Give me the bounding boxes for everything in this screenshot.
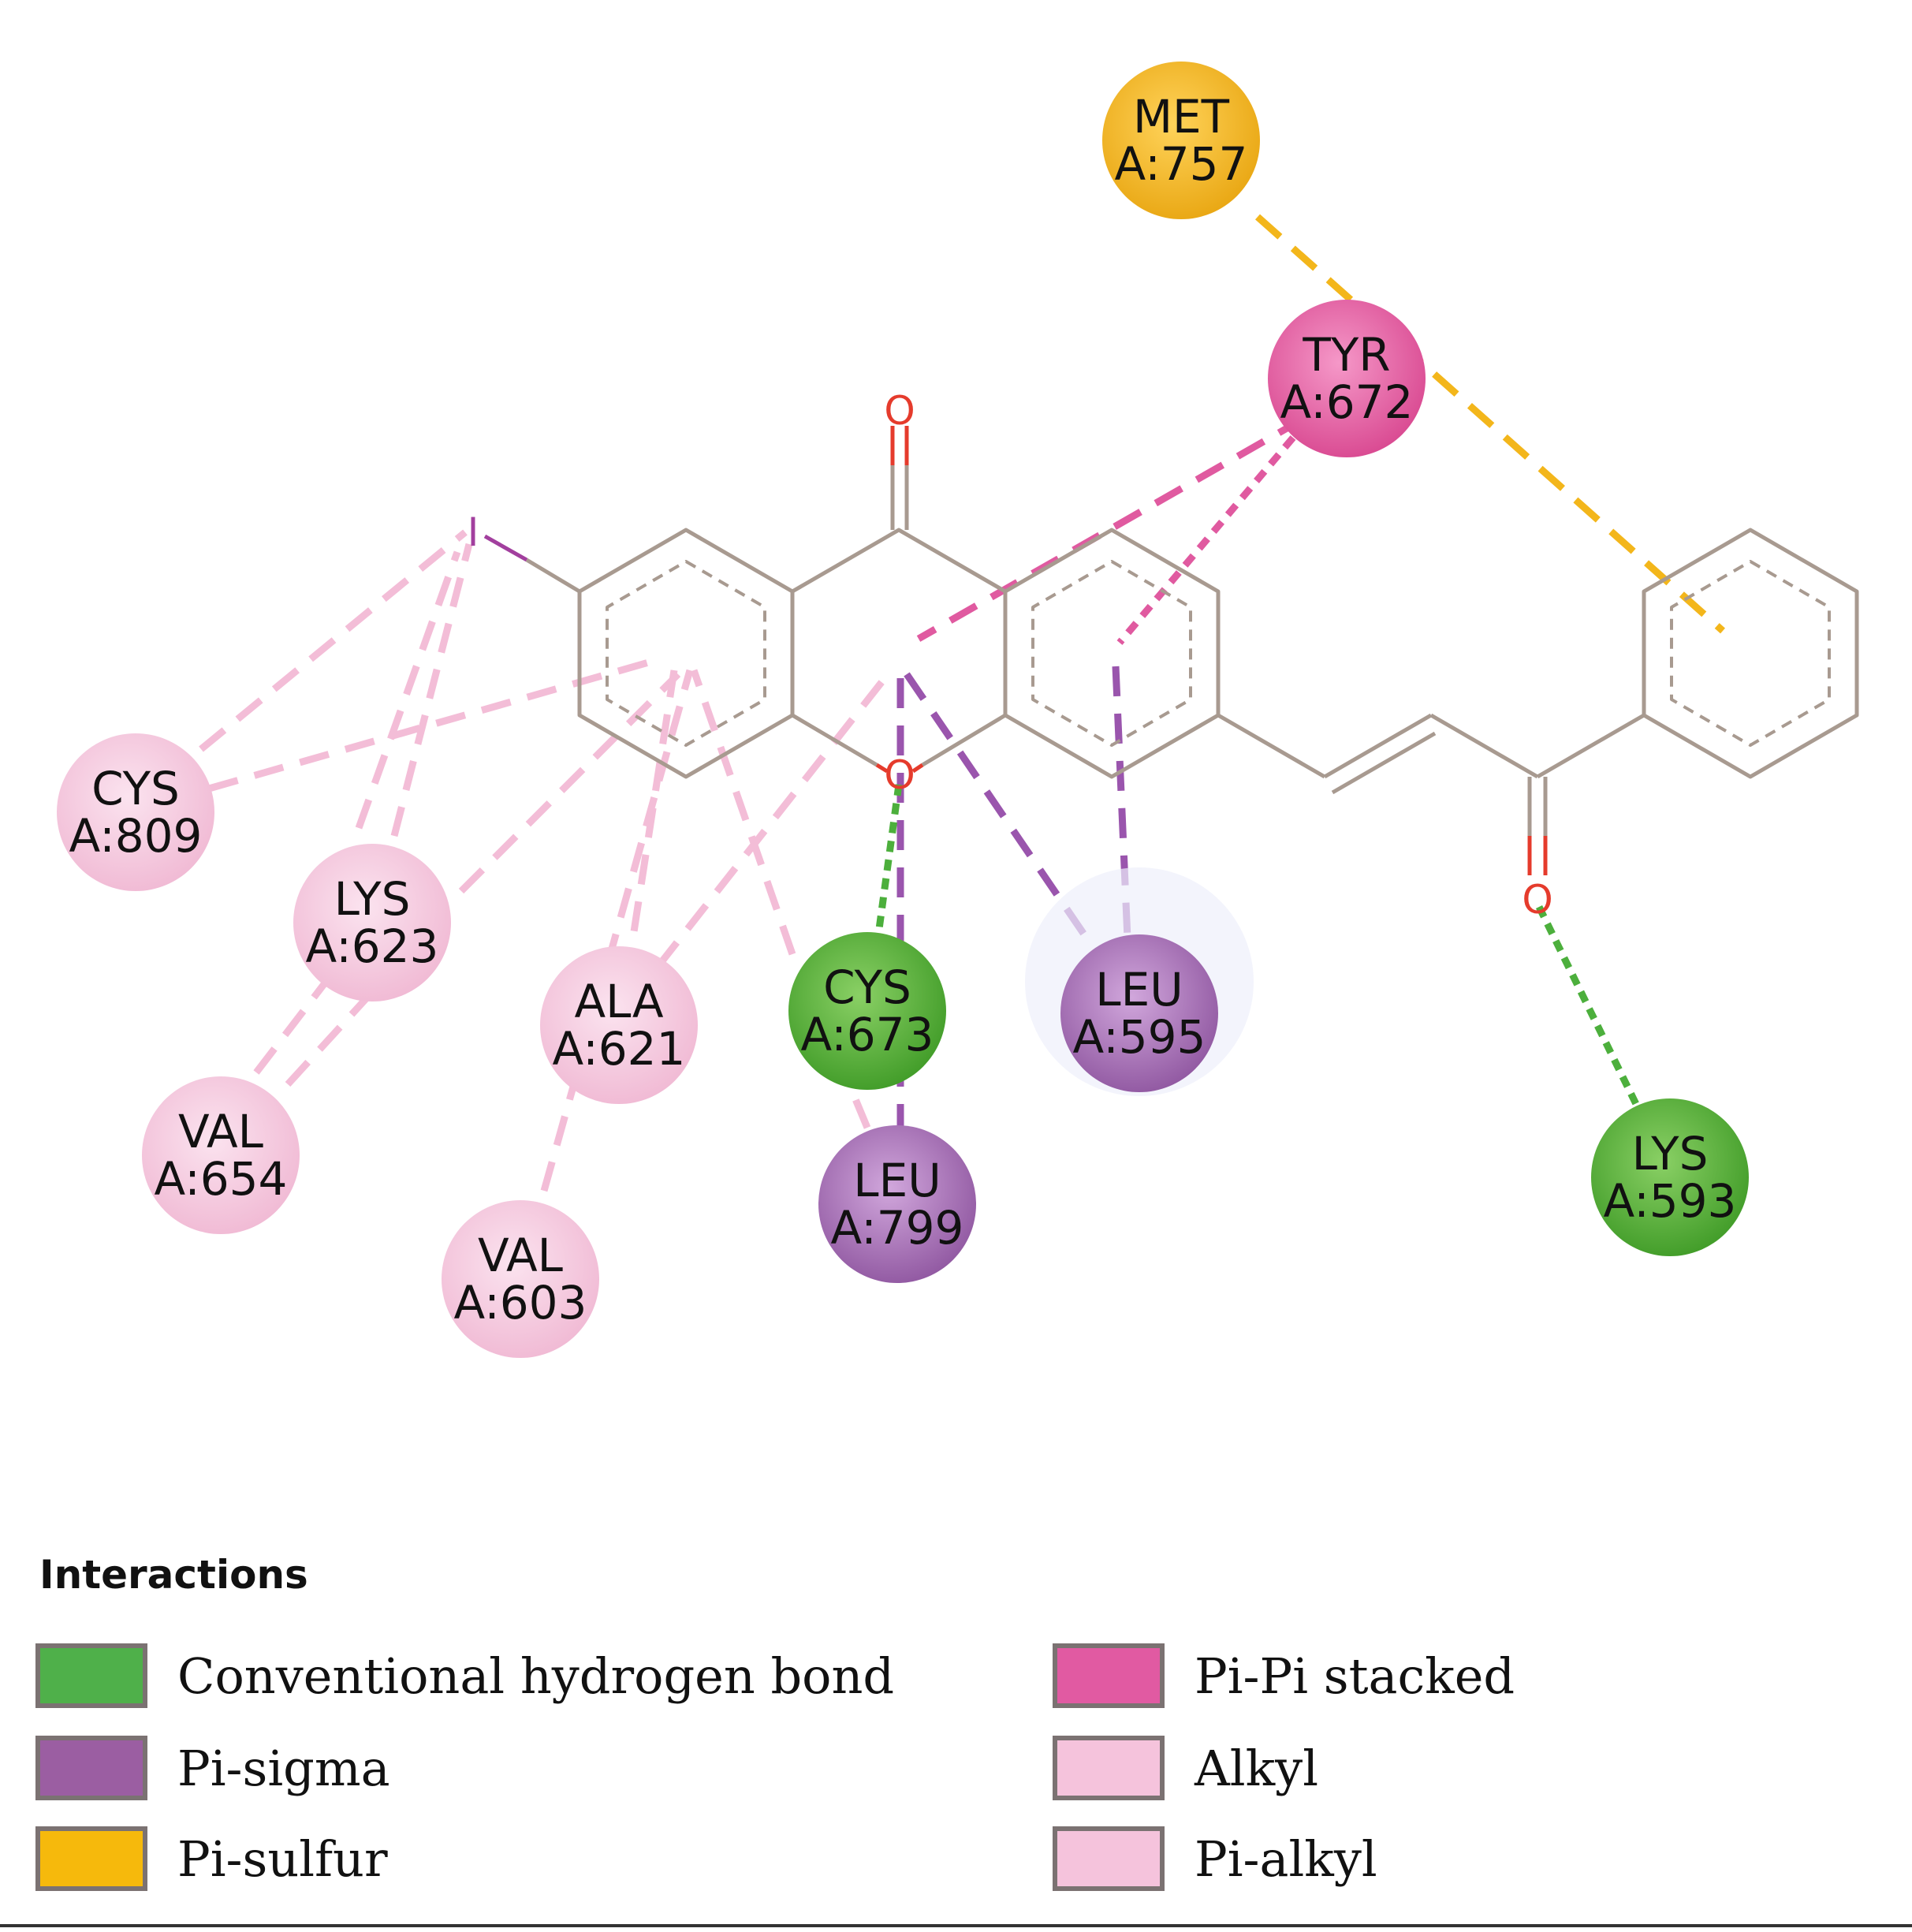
residue-val654: VAL A:654	[142, 1076, 300, 1234]
legend-swatch-pi-pi	[1053, 1643, 1165, 1708]
linker-2	[1323, 713, 1433, 779]
alkyl-line-6	[253, 901, 389, 1075]
alkyl-line-1	[199, 529, 468, 752]
pi-pi-line-tyr672-a	[916, 415, 1307, 642]
svg-text:A:799: A:799	[831, 1201, 964, 1255]
residue-ala621: ALA A:621	[540, 946, 698, 1104]
svg-text:A:623: A:623	[306, 919, 439, 973]
legend-item-hbond: Conventional hydrogen bond	[35, 1640, 894, 1711]
interaction-lines	[199, 214, 1725, 1192]
legend-item-alkyl: Alkyl	[1053, 1732, 1318, 1803]
residue-lys623: LYS A:623	[293, 844, 451, 1001]
residue-cys809: CYS A:809	[57, 733, 214, 891]
residue-leu799: LEU A:799	[818, 1125, 976, 1283]
legend-label-alkyl: Alkyl	[1195, 1739, 1319, 1797]
ring-oxygen-label: O	[884, 752, 915, 798]
svg-text:A:757: A:757	[1115, 137, 1248, 191]
hbond-line-cys673	[873, 784, 903, 947]
legend-label-pi-pi: Pi-Pi stacked	[1195, 1647, 1515, 1705]
legend-label-pi-sigma: Pi-sigma	[177, 1739, 390, 1797]
legend-swatch-alkyl	[1053, 1736, 1165, 1800]
ring-d	[1642, 528, 1859, 779]
hbond-line-lys593	[1535, 905, 1640, 1106]
svg-text:VAL: VAL	[478, 1229, 563, 1282]
residue-met757: MET A:757	[1102, 62, 1260, 219]
svg-text:A:673: A:673	[801, 1008, 934, 1061]
oxygen-bond-highlights	[875, 426, 1548, 875]
svg-text:A:621: A:621	[553, 1022, 686, 1076]
legend-swatch-pi-sigma	[35, 1736, 147, 1800]
residue-cys673: CYS A:673	[788, 932, 946, 1090]
svg-text:LYS: LYS	[334, 872, 411, 926]
ring-b	[791, 528, 1007, 594]
svg-text:A:595: A:595	[1073, 1010, 1206, 1064]
ring-c-aromatic	[1031, 560, 1192, 747]
alkyl-line-4	[390, 543, 473, 837]
svg-text:LEU: LEU	[1095, 963, 1183, 1016]
bottom-rule	[0, 1924, 1912, 1927]
legend-item-pi-pi: Pi-Pi stacked	[1053, 1640, 1515, 1711]
residue-lys593: LYS A:593	[1591, 1098, 1749, 1256]
alkyl-line-2	[207, 655, 664, 793]
residue-val603: VAL A:603	[442, 1200, 599, 1358]
svg-text:LEU: LEU	[853, 1154, 941, 1207]
chalcone-oxygen-label: O	[1522, 877, 1552, 923]
legend-swatch-pi-alkyl	[1053, 1826, 1165, 1891]
svg-text:LYS: LYS	[1632, 1127, 1709, 1180]
residue-tyr672: TYR A:672	[1268, 300, 1426, 457]
alkyl-line-12	[844, 1079, 871, 1129]
svg-text:A:603: A:603	[454, 1276, 587, 1330]
ring-d-aromatic	[1670, 560, 1831, 747]
linker-2b	[1331, 731, 1437, 795]
legend-item-pi-sulfur: Pi-sulfur	[35, 1823, 388, 1894]
svg-text:A:672: A:672	[1280, 375, 1414, 429]
linker-3	[1429, 713, 1539, 779]
ring-b-lower-left	[791, 713, 878, 767]
carbonyl-oxygen-label: O	[884, 388, 915, 434]
svg-text:CYS: CYS	[823, 960, 911, 1014]
pi-sigma-line-leu595-a	[904, 672, 1087, 937]
alkyl-line-10	[540, 669, 694, 1192]
legend-item-pi-alkyl: Pi-alkyl	[1053, 1823, 1377, 1894]
ring-c	[1003, 528, 1221, 779]
legend-item-pi-sigma: Pi-sigma	[35, 1732, 390, 1803]
legend-label-hbond: Conventional hydrogen bond	[177, 1647, 895, 1705]
svg-text:A:593: A:593	[1604, 1174, 1737, 1228]
iodine-bond-highlight	[483, 534, 528, 562]
linker-4	[1536, 713, 1646, 779]
ring-b-lower-right	[921, 713, 1007, 767]
ring-a-aromatic	[606, 560, 766, 747]
svg-text:MET: MET	[1133, 90, 1230, 144]
iodine-bond	[525, 558, 581, 594]
legend-label-pi-sulfur: Pi-sulfur	[177, 1829, 388, 1888]
svg-text:CYS: CYS	[91, 762, 180, 815]
residue-leu595: LEU A:595	[1060, 934, 1218, 1092]
linker-1	[1217, 713, 1326, 779]
legend-title: Interactions	[39, 1552, 308, 1598]
svg-text:VAL: VAL	[178, 1105, 263, 1158]
svg-text:A:809: A:809	[69, 809, 203, 863]
ligand-structure	[525, 426, 1859, 875]
legend-swatch-hbond	[35, 1643, 147, 1708]
alkyl-line-3	[355, 550, 461, 830]
pi-pi-line-tyr672-b	[1116, 435, 1296, 645]
svg-text:A:654: A:654	[155, 1152, 288, 1206]
alkyl-line-11	[690, 669, 796, 956]
svg-text:ALA: ALA	[575, 975, 664, 1028]
pi-sulfur-line-met757	[1255, 214, 1725, 634]
legend-swatch-pi-sulfur	[35, 1826, 147, 1891]
alkyl-line-5	[458, 671, 681, 894]
alkyl-line-9	[655, 668, 894, 968]
interaction-diagram: O O O I MET A:757 TYR A:672 CYS A:809 LY…	[57, 62, 1859, 1358]
svg-text:TYR: TYR	[1302, 328, 1390, 382]
iodine-label: I	[468, 509, 479, 555]
legend-label-pi-alkyl: Pi-alkyl	[1195, 1829, 1377, 1888]
